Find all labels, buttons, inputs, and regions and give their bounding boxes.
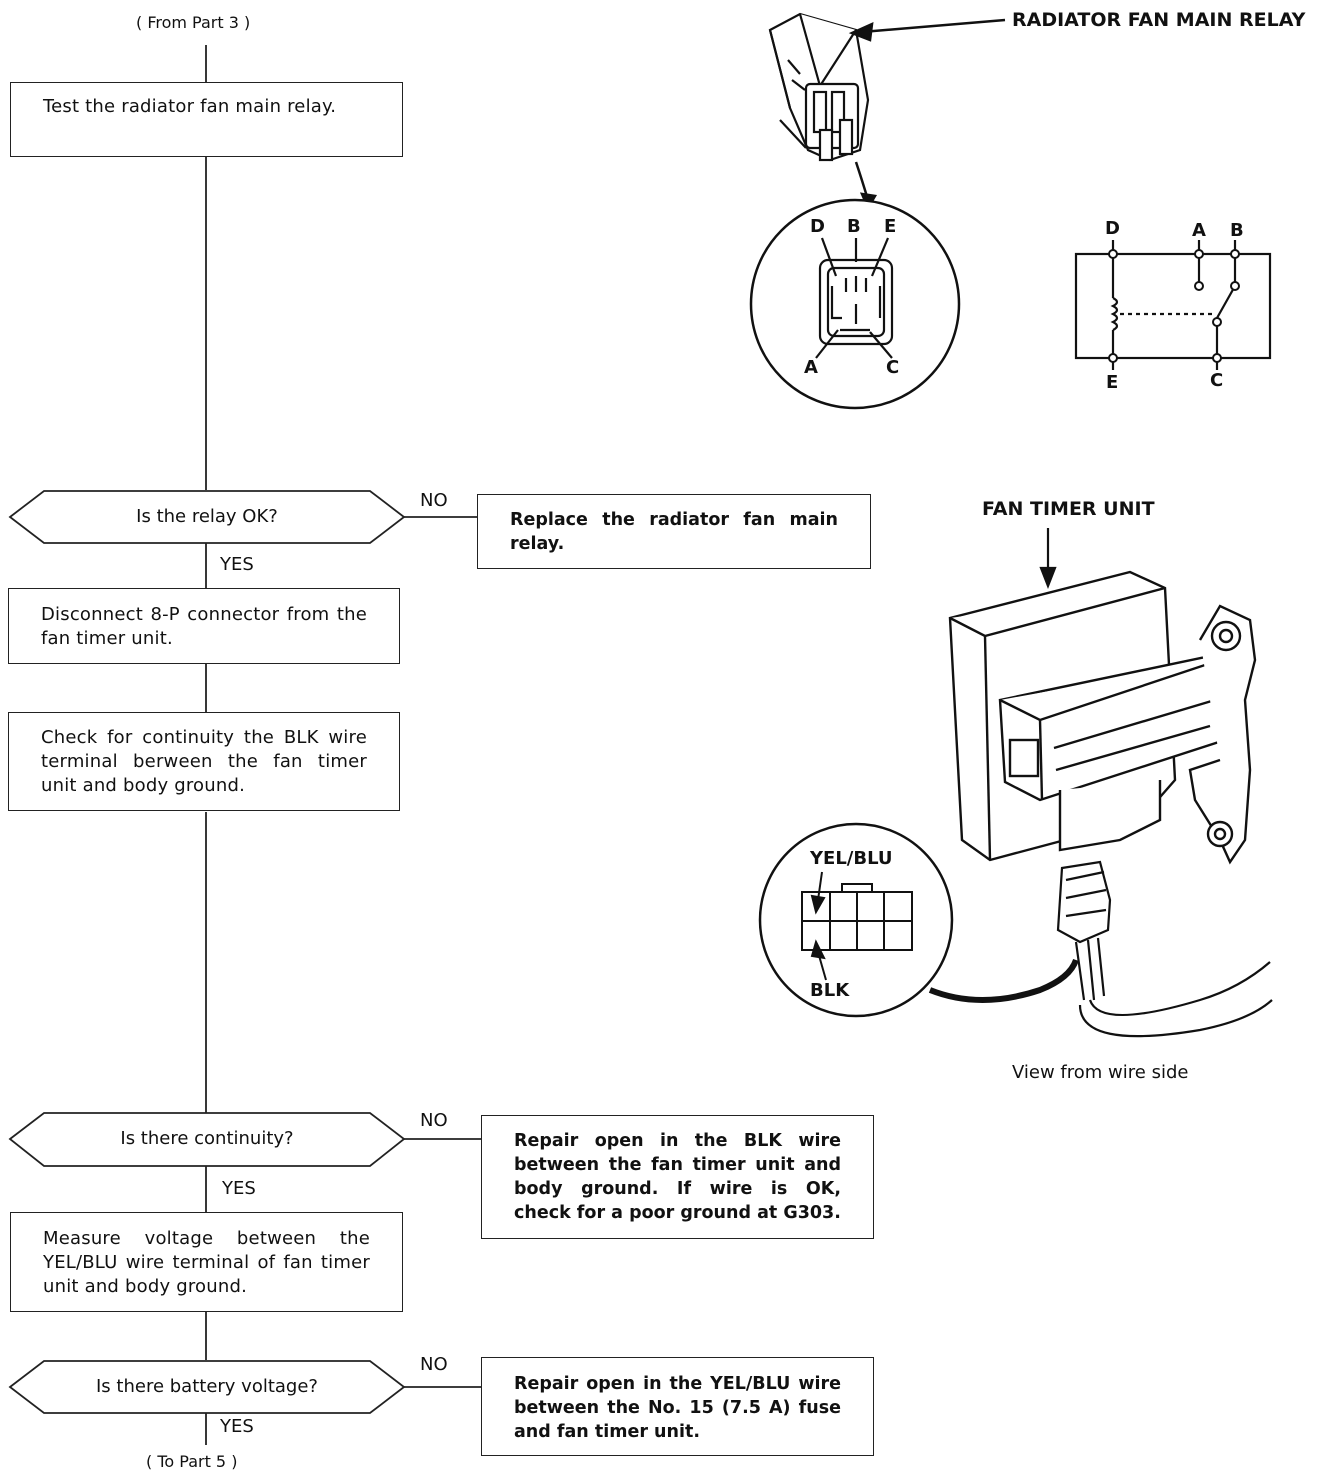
no-label: NO [420,1110,448,1131]
connector-pin-a: A [804,357,818,378]
yes-label: YES [220,554,254,575]
action-replace-relay: Replace the radiator fan main relay. [477,494,871,569]
connector-pin-e: E [884,216,897,237]
schematic-pin-e: E [1106,372,1119,393]
relay-schematic [1074,240,1272,370]
schematic-pin-b: B [1230,220,1244,241]
from-part-label: ( From Part 3 ) [136,13,251,32]
to-part-label: ( To Part 5 ) [146,1452,238,1471]
schematic-pin-a: A [1192,220,1206,241]
relay-figure-title: RADIATOR FAN MAIN RELAY [1012,9,1306,31]
no-label: NO [420,490,448,511]
connector-pin-d: D [810,216,825,237]
schematic-pin-c: C [1210,370,1224,391]
decision-shape-battery-voltage [8,1360,406,1414]
figure-caption: View from wire side [1012,1062,1189,1083]
relay-illustration [768,12,870,162]
connector-pin-c: C [886,357,900,378]
connector-pin-b: B [847,216,861,237]
no-label: NO [420,1354,448,1375]
wire-label-yel-blu: YEL/BLU [810,848,893,869]
step-test-relay: Test the radiator fan main relay. [10,82,403,157]
step-disconnect-connector: Disconnect 8-P connector from the fan ti… [8,588,400,664]
question-battery-voltage: Is there battery voltage? [96,1376,318,1397]
decision-shape-continuity [8,1112,406,1167]
step-check-continuity: Check for continuity the BLK wire termin… [8,712,400,811]
yes-label: YES [220,1416,254,1437]
question-relay-ok: Is the relay OK? [136,506,278,527]
decision-shape-relay-ok [8,490,406,544]
action-repair-yelblu-wire: Repair open in the YEL/BLU wire between … [481,1357,874,1456]
wire-label-blk: BLK [810,980,850,1001]
yes-label: YES [222,1178,256,1199]
fan-timer-unit-illustration [948,570,1257,865]
step-measure-voltage: Measure voltage between the YEL/BLU wire… [10,1212,403,1312]
timer-figure-title: FAN TIMER UNIT [982,498,1155,520]
action-repair-blk-wire: Repair open in the BLK wire between the … [481,1115,874,1239]
question-continuity: Is there continuity? [120,1128,294,1149]
schematic-pin-d: D [1105,218,1120,239]
